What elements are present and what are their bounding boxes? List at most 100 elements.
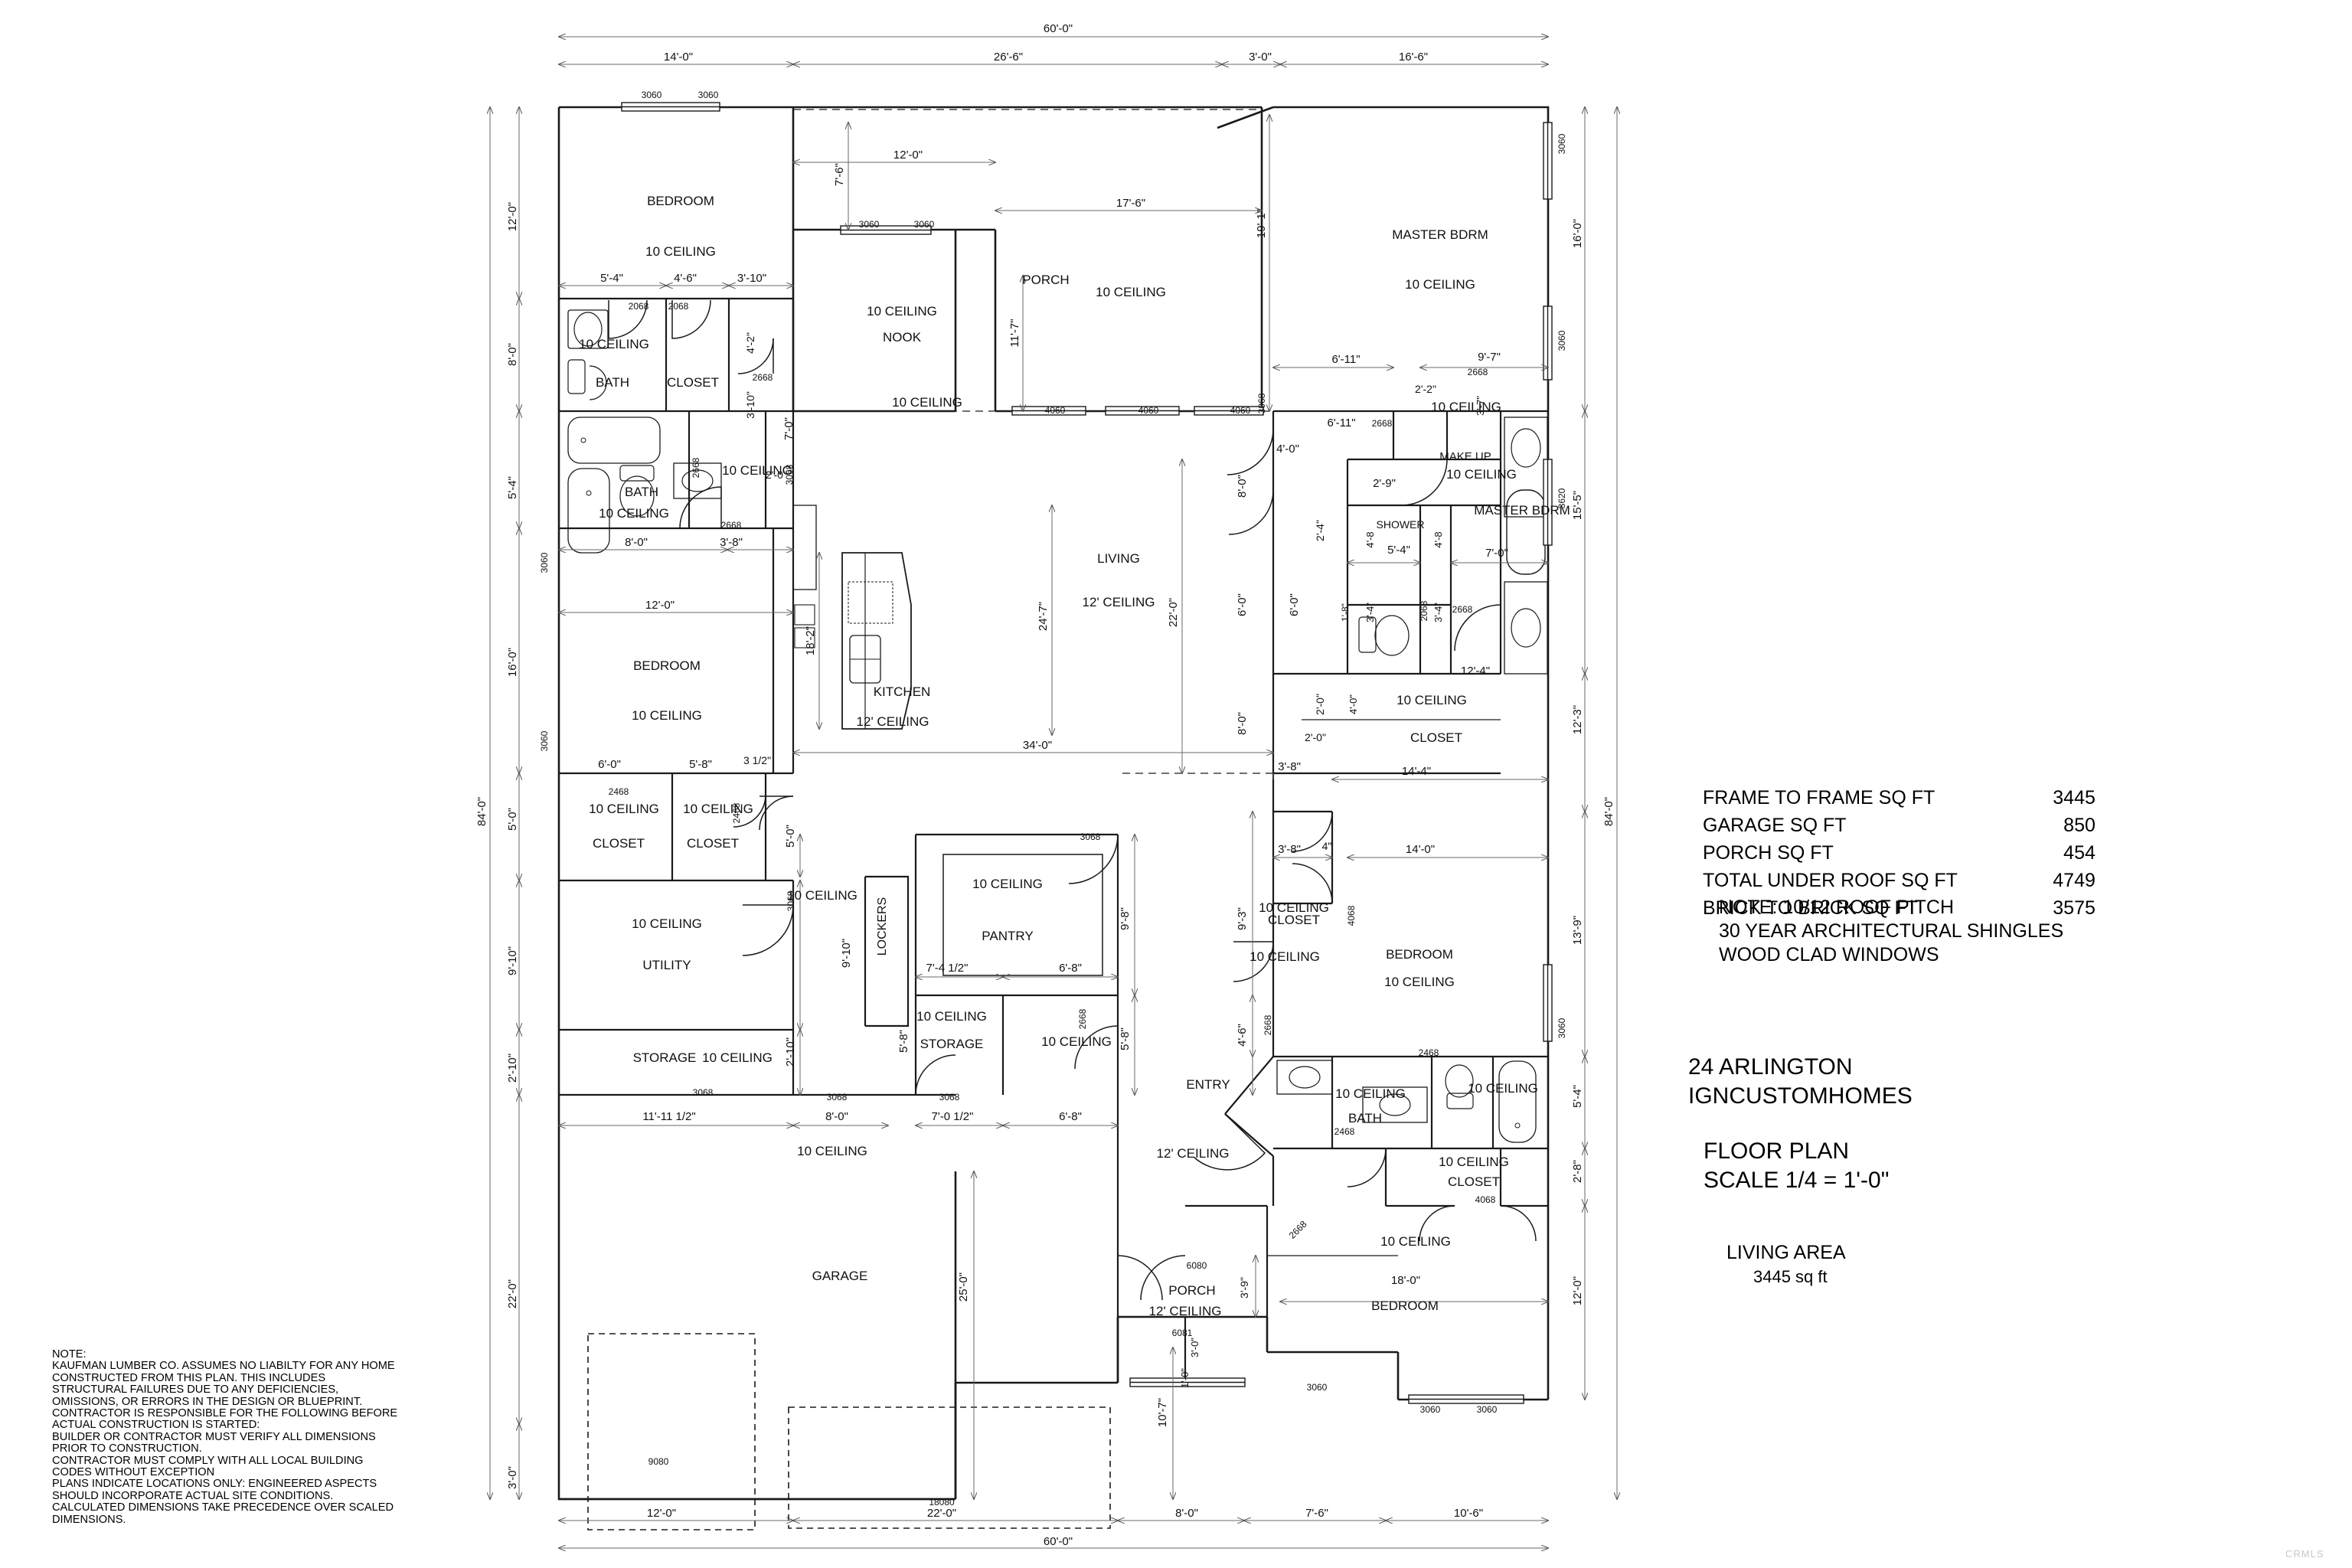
dimension-label: 8'-0" [1236,475,1249,498]
dimension-label: 4068 [1475,1194,1496,1205]
dimension-label: 16'-6" [1399,51,1428,64]
dimension-label: 2468 [609,786,629,797]
area-schedule-label: TOTAL UNDER ROOF SQ FT [1703,870,1958,891]
dimension-label: 3'-0" [506,1466,519,1489]
area-schedule-label: GARAGE SQ FT [1703,815,1847,836]
dimension-label: 5'-4" [1571,1085,1584,1108]
dimension-label: 19'-1" [1255,209,1268,238]
room-label: CLOSET [687,836,739,851]
room-label: 10 CEILING [1259,900,1329,915]
dimension-label: 1'-8" [1340,603,1351,622]
room-label: 10 CEILING [1446,467,1517,482]
dimension-label: 12'-0" [1571,1276,1584,1305]
dimension-label: 6'-11" [1331,353,1360,366]
room-label: 10 CEILING [1439,1155,1509,1169]
dimension-label: 84'-0" [1602,797,1615,826]
dimension-label: 9'-10" [840,939,853,968]
dimension-label: 5'-8" [897,1030,910,1053]
dimension-label: 3'-4" [1432,603,1444,622]
dimension-label: 3'-10" [744,391,756,419]
room-label: 10 CEILING [1396,693,1467,707]
dimension-label: 14'-0" [1406,843,1435,856]
dimension-label: 2668 [1287,1219,1309,1241]
area-schedule-label: BRICK TO BRICK SQ FT [1703,897,1919,919]
dimension-label: 4060 [1230,405,1251,416]
dimension-label: 7'-4 1/2" [926,962,969,975]
disclaimer-note: NOTE: KAUFMAN LUMBER CO. ASSUMES NO LIAB… [52,1348,398,1526]
room-label: 10 CEILING [579,337,649,351]
room-label: 10 CEILING [683,802,753,816]
dimension-label: 11'-7" [1008,318,1021,347]
room-label: 10 CEILING [972,877,1043,891]
room-label: BATH [625,485,658,499]
dimension-label: 6'-8" [1059,962,1082,975]
dimension-label: 12'-3" [1571,705,1584,734]
dimension-label: 3068 [1256,393,1267,413]
drawing-title: FLOOR PLAN [1704,1138,1850,1164]
dimension-label: 2'-8" [1571,1160,1584,1183]
room-label: STORAGE [633,1050,697,1065]
dimension-label: 3060 [1420,1404,1441,1415]
room-label: NOOK [883,330,922,345]
dimension-label: 16'-0" [506,648,519,677]
dimension-label: 18'-0" [1391,1274,1420,1287]
dimension-label: 3060 [859,219,880,230]
dimension-label: 12'-0" [647,1507,676,1520]
room-label: 10 CEILING [1380,1234,1451,1249]
dimension-label: 3'-10" [737,272,766,285]
dimension-label: 4'-6" [674,272,697,285]
dimension-label: 5'-4" [506,476,519,499]
dimension-label: 2668 [1077,1008,1088,1029]
dimension-label: 2'-0" [766,469,787,481]
dimension-label: 2'-0" [1305,731,1326,743]
project-address-block: 24 ARLINGTON IGNCUSTOMHOMES [1688,1053,1913,1111]
dimension-label: 16'-0" [1571,219,1584,248]
room-label: MAKE UP [1439,450,1491,463]
dimension-label: 25'-0" [957,1272,970,1302]
dimension-label: 14'-0" [664,51,693,64]
room-label: CLOSET [593,836,645,851]
dimension-label: 22'-0" [1167,598,1180,627]
dimension-label: 3060 [1477,1404,1498,1415]
dimension-label: 3620 [1557,488,1567,508]
dimension-label: 9080 [648,1456,669,1467]
room-label: 10 CEILING [589,802,659,816]
dimension-label: 24'-7" [1037,602,1050,631]
room-label: 10 CEILING [722,463,792,478]
room-label: 10 CEILING [787,888,858,903]
dimension-label: 5'-0" [506,808,519,831]
plan-text-labels: BEDROOM 10 CEILING 10 CEILING NOOK 10 CEILIN… [579,194,1570,1318]
dimension-label: 3068 [784,464,795,485]
room-label: BEDROOM [1371,1298,1439,1313]
dimension-label: 4060 [1138,405,1159,416]
dimension-label: 2068 [1419,600,1429,621]
dimension-label: 60'-0" [1044,22,1073,35]
room-label: 10 CEILING [1384,975,1455,989]
dimension-label: 3060 [698,90,719,100]
dimension-label: 3'-7" [1475,396,1486,416]
room-label: 10 CEILING [702,1050,773,1065]
room-label: PANTRY [982,929,1033,943]
dimension-label: 3'-0" [1249,51,1272,64]
room-label: GARAGE [812,1269,868,1283]
room-label: 10 CEILING [1335,1086,1406,1101]
area-schedule-label: PORCH SQ FT [1703,842,1834,864]
watermark: CRMLS [2285,1548,2324,1560]
dimension-label: 17'-6" [1116,197,1145,210]
dimension-label: 2668 [1468,367,1488,377]
room-label: BEDROOM [647,194,714,208]
room-label: MASTER BDRM [1392,227,1488,242]
dimension-label: 8'-0" [1175,1507,1198,1520]
dimension-label: 3060 [642,90,662,100]
dimension-label: 2668 [721,520,742,531]
dimension-label: 6'-11" [1327,416,1355,430]
area-schedule-value: 4749 [2053,870,2096,891]
living-area-label: LIVING AREA [1726,1242,1846,1263]
room-label: PORCH [1022,273,1069,287]
dimension-label: 5'-8" [689,758,712,771]
dimension-label: 6'-0" [1288,593,1301,616]
